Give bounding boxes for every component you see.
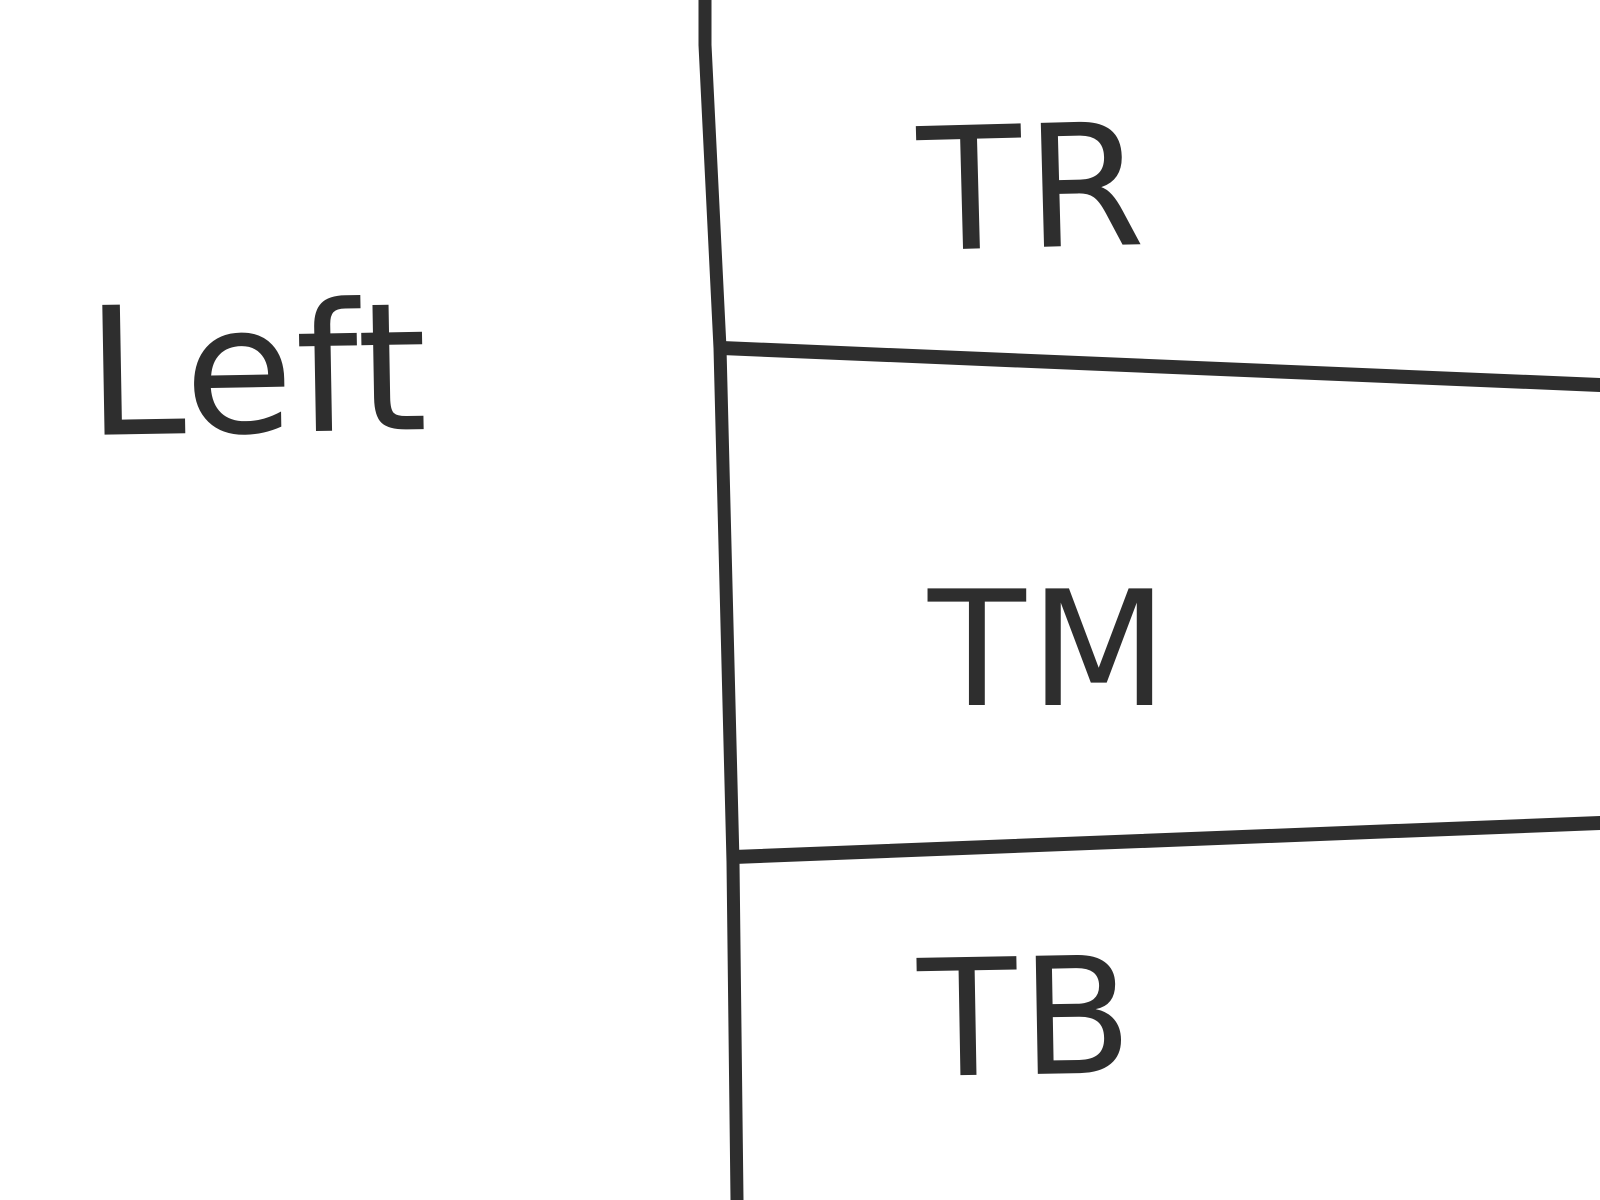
lower-horizontal-divider-line [727, 816, 1600, 864]
upper-horizontal-divider-line [715, 341, 1600, 392]
top-right-panel-label: TR [915, 87, 1151, 291]
middle-right-panel-label: TM [928, 556, 1172, 743]
bottom-right-panel-label: TB [916, 923, 1138, 1115]
left-panel-label: Left [84, 264, 431, 477]
vertical-divider-line [698, 0, 744, 1200]
